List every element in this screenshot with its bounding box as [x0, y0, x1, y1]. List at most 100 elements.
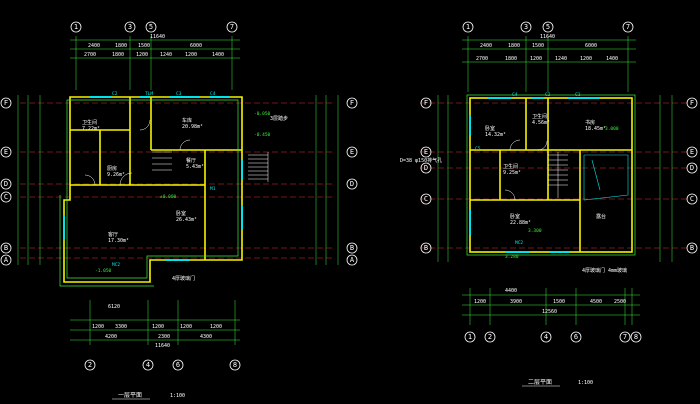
- svg-text:6: 6: [176, 361, 180, 369]
- overall-dimension: 11640: [155, 343, 170, 349]
- axis-label: 3: [128, 23, 132, 31]
- svg-text:1800: 1800: [505, 56, 517, 62]
- svg-text:3.280: 3.280: [505, 254, 519, 260]
- dimension-text: 1200: [136, 52, 148, 58]
- dimension-text: 2700: [84, 52, 96, 58]
- svg-text:露台: 露台: [596, 213, 606, 220]
- window-tag: C2: [112, 91, 118, 97]
- svg-text:7: 7: [623, 333, 627, 341]
- svg-text:4500: 4500: [590, 299, 602, 305]
- dimension-text: 1240: [160, 52, 172, 58]
- svg-text:C1: C1: [575, 92, 581, 98]
- plan1-top-dimensions: [70, 36, 240, 90]
- drawing-scale: 1:100: [578, 380, 593, 386]
- plan2-top-dimensions: [462, 36, 636, 92]
- axis-label: 7: [230, 23, 234, 31]
- svg-text:9.25m²: 9.25m²: [503, 170, 521, 176]
- svg-text:卧室: 卧室: [485, 125, 495, 132]
- svg-text:F: F: [350, 99, 354, 107]
- svg-text:C2: C2: [545, 92, 551, 98]
- overall-dimension: 11640: [150, 34, 165, 40]
- svg-text:6000: 6000: [585, 43, 597, 49]
- plan2-top-axis-bubbles: 1 3 5 7: [462, 21, 634, 33]
- window-tag: C4: [210, 91, 216, 97]
- dimension-text: 4200: [105, 334, 117, 340]
- dimension-text: 1200: [152, 324, 164, 330]
- plan1-windows: [63, 96, 243, 261]
- drawing-title: 二层平面: [528, 379, 552, 386]
- dimension-text: 1200: [185, 52, 197, 58]
- svg-text:C5: C5: [475, 146, 481, 152]
- svg-text:书房: 书房: [585, 119, 595, 126]
- dimension-text: 1800: [112, 52, 124, 58]
- svg-text:C: C: [4, 193, 8, 201]
- svg-text:3.300: 3.300: [528, 228, 542, 234]
- plan1-axis-grid: [20, 102, 335, 259]
- svg-text:4: 4: [146, 361, 150, 369]
- room-area: 26.43m²: [176, 217, 197, 223]
- svg-text:7: 7: [626, 23, 630, 31]
- dimension-text: 2400: [88, 43, 100, 49]
- level-mark: ±0.000: [160, 194, 177, 200]
- svg-text:12560: 12560: [542, 309, 557, 315]
- svg-text:D: D: [4, 180, 8, 188]
- plan1-door-swings: [84, 119, 191, 186]
- plan1-outline: [59, 99, 239, 287]
- svg-text:1: 1: [466, 23, 470, 31]
- dimension-text: 1800: [115, 43, 127, 49]
- svg-text:F: F: [690, 99, 694, 107]
- svg-text:D: D: [424, 164, 428, 172]
- dimension-text: 4300: [200, 334, 212, 340]
- room-area: 17.30m²: [108, 238, 129, 244]
- dimension-text: 1200: [180, 324, 192, 330]
- svg-text:A: A: [350, 256, 355, 264]
- svg-text:4400: 4400: [505, 288, 517, 294]
- room-name: 客厅: [108, 231, 118, 238]
- plan2-side-dimensions: [437, 95, 673, 262]
- plan2-stairs: [548, 152, 568, 198]
- svg-text:3: 3: [524, 23, 528, 31]
- plan1-stairs: [152, 151, 269, 182]
- svg-text:卧室: 卧室: [510, 213, 520, 220]
- svg-text:1200: 1200: [530, 56, 542, 62]
- drawing-scale: 1:100: [170, 393, 185, 399]
- room-name: 车库: [182, 117, 192, 124]
- svg-text:B: B: [4, 244, 8, 252]
- svg-text:3900: 3900: [510, 299, 522, 305]
- svg-text:C: C: [424, 195, 428, 203]
- dimension-text: 1500: [138, 43, 150, 49]
- svg-text:1200: 1200: [474, 299, 486, 305]
- plan2-right-axis-bubbles: F E D C B: [686, 97, 698, 254]
- level-mark: -0.050: [254, 111, 271, 117]
- dimension-text: 1200: [92, 324, 104, 330]
- svg-text:MC2: MC2: [515, 240, 523, 246]
- plan1-right-dimensions: [315, 95, 339, 265]
- svg-text:E: E: [690, 148, 694, 156]
- plan2-bottom-dimensions: [462, 288, 640, 325]
- plan2-door-swings: [504, 139, 548, 201]
- dimension-text: 6120: [108, 304, 120, 310]
- drawing-title: 一层平面: [118, 392, 142, 399]
- plan2-terrace: [583, 154, 629, 201]
- svg-text:8: 8: [634, 333, 638, 341]
- svg-text:B: B: [690, 244, 694, 252]
- svg-text:D: D: [690, 164, 694, 172]
- svg-text:2: 2: [488, 333, 492, 341]
- dimension-text: 1400: [212, 52, 224, 58]
- plan2-windows: [469, 97, 600, 253]
- room-name: 卫生间: [82, 119, 97, 126]
- svg-text:2500: 2500: [614, 299, 626, 305]
- svg-text:D=38 φ150排气孔: D=38 φ150排气孔: [400, 157, 442, 164]
- window-tag: TLM: [145, 91, 153, 97]
- room-area: 20.98m²: [182, 124, 203, 130]
- svg-text:B: B: [424, 244, 428, 252]
- window-tag: C3: [176, 91, 182, 97]
- svg-text:2400: 2400: [480, 43, 492, 49]
- plan1-right-axis-bubbles: F E D B A: [346, 97, 358, 266]
- svg-text:E: E: [4, 148, 8, 156]
- axis-label: 1: [74, 23, 78, 31]
- svg-text:E: E: [350, 148, 354, 156]
- room-area: 7.22m²: [82, 126, 100, 132]
- dimension-text: 3300: [115, 324, 127, 330]
- svg-text:卫生间: 卫生间: [503, 163, 518, 170]
